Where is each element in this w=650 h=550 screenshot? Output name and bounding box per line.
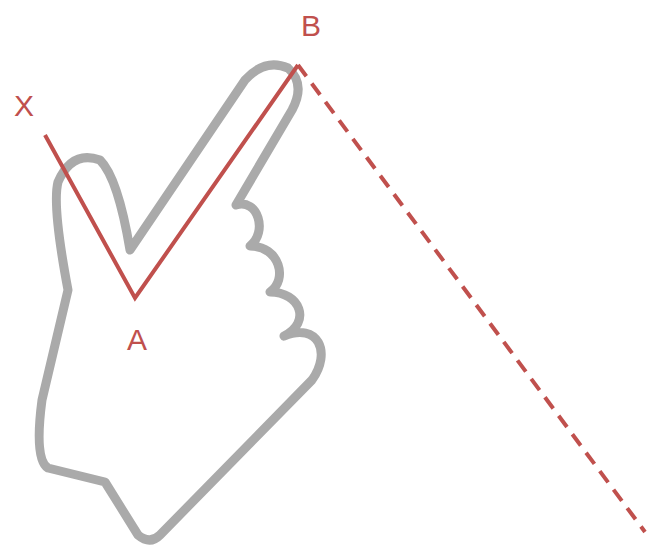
- point-label: B: [301, 11, 321, 41]
- measure-line: [45, 65, 298, 298]
- extension-dashed-line: [298, 65, 645, 532]
- hand-outline: [39, 65, 321, 540]
- point-label: A: [127, 325, 147, 355]
- point-label: X: [14, 91, 34, 121]
